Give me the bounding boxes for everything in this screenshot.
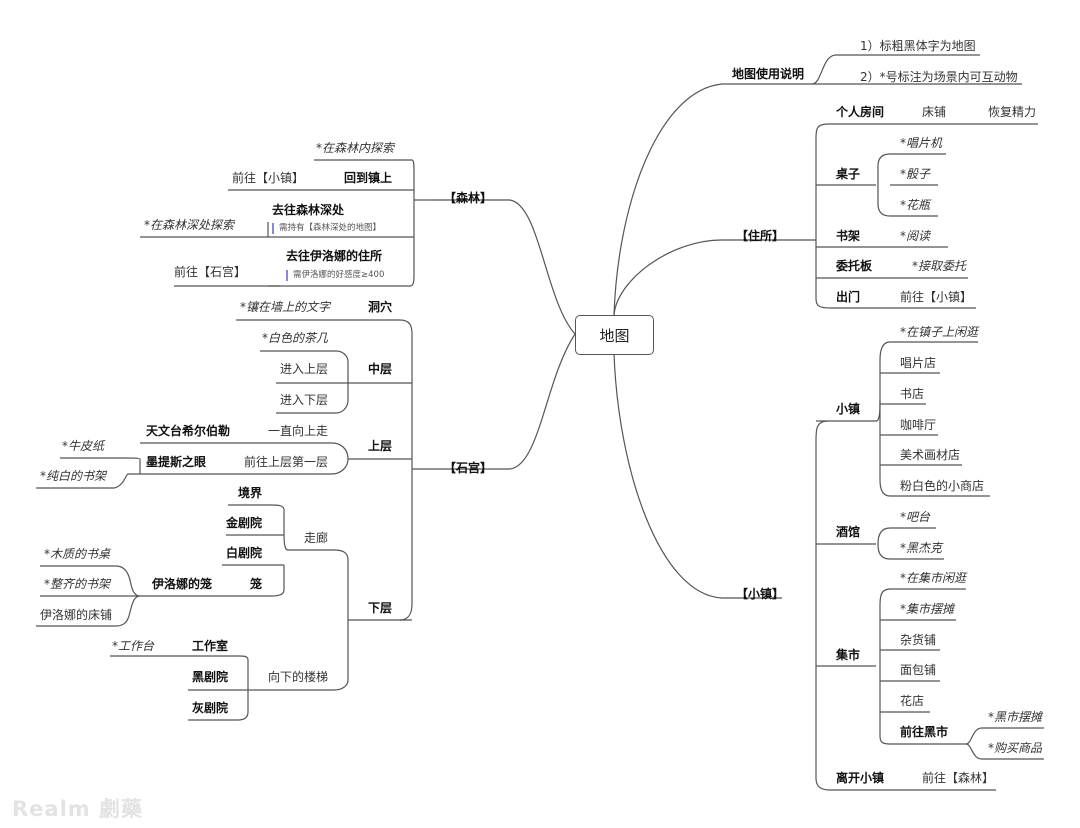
town-item-1[interactable]: *在镇子上闲逛 — [900, 325, 979, 339]
market-item-2[interactable]: *集市摆摊 — [900, 602, 955, 616]
gray-theater[interactable]: 灰剧院 — [192, 701, 229, 715]
enter-lower[interactable]: 进入下层 — [280, 393, 329, 407]
upper-floor[interactable]: 上层 — [368, 439, 393, 453]
recover-energy[interactable]: 恢复精力 — [988, 105, 1037, 119]
root-node[interactable]: 地图 — [575, 315, 654, 355]
market-item-3[interactable]: 杂货铺 — [900, 633, 937, 647]
market-item-5[interactable]: 花店 — [900, 694, 925, 708]
lower-floor[interactable]: 下层 — [368, 601, 393, 615]
residence-title[interactable]: 【住所】 — [736, 229, 785, 243]
market[interactable]: 集市 — [836, 648, 861, 662]
legend-item-2: 2）*号标注为场景内可互动物 — [860, 70, 1018, 84]
observatory[interactable]: 天文台希尔伯勒 — [146, 424, 231, 438]
desk-item-2[interactable]: *骰子 — [900, 167, 931, 181]
tavern-item-1[interactable]: *吧台 — [900, 510, 931, 524]
keep-going-up[interactable]: 一直向上走 — [268, 424, 329, 438]
town-title[interactable]: 【小镇】 — [736, 587, 785, 601]
bookshelf[interactable]: 书架 — [836, 229, 861, 243]
go-upper-first[interactable]: 前往上层第一层 — [244, 455, 329, 469]
realm[interactable]: 境界 — [238, 486, 263, 500]
workshop[interactable]: 工作室 — [192, 639, 229, 653]
metis-eye[interactable]: 墨提斯之眼 — [146, 455, 207, 469]
cave-wall-text[interactable]: *镶在墙上的文字 — [240, 300, 331, 314]
corridor[interactable]: 走廊 — [304, 531, 329, 545]
palace-title[interactable]: 【石宫】 — [444, 461, 493, 475]
neat-bookshelf[interactable]: *整齐的书架 — [44, 577, 111, 591]
forest-deep-note: 需持有【森林深处的地图】 — [272, 223, 381, 234]
tavern[interactable]: 酒馆 — [836, 525, 861, 539]
personal-room[interactable]: 个人房间 — [836, 105, 885, 119]
bed[interactable]: 床铺 — [922, 105, 947, 119]
cave[interactable]: 洞穴 — [368, 300, 393, 314]
watermark-logo: Realm 劇藥 — [12, 797, 143, 821]
town-item-3[interactable]: 书店 — [900, 387, 925, 401]
back-to-town[interactable]: 回到镇上 — [344, 171, 393, 185]
town-item-6[interactable]: 粉白色的小商店 — [900, 479, 985, 493]
black-market-item-2[interactable]: *购买商品 — [988, 741, 1043, 755]
legend-item-1: 1）标粗黑体字为地图 — [860, 39, 976, 53]
white-theater[interactable]: 白剧院 — [226, 546, 263, 560]
gold-theater[interactable]: 金剧院 — [226, 516, 263, 530]
go-forest[interactable]: 前往【森林】 — [922, 771, 995, 785]
exit-door[interactable]: 出门 — [836, 290, 861, 304]
town-item-5[interactable]: 美术画材店 — [900, 448, 961, 462]
black-market-item-1[interactable]: *黑市摆摊 — [988, 710, 1043, 724]
go-iloana-home[interactable]: 去往伊洛娜的住所 — [286, 249, 383, 263]
town-item-4[interactable]: 咖啡厅 — [900, 418, 937, 432]
black-market[interactable]: 前往黑市 — [900, 725, 949, 739]
market-item-1[interactable]: *在集市闲逛 — [900, 571, 967, 585]
back-to-town-target[interactable]: 前往【小镇】 — [232, 171, 305, 185]
black-theater[interactable]: 黑剧院 — [192, 670, 229, 684]
desk-item-3[interactable]: *花瓶 — [900, 198, 931, 212]
forest-explore[interactable]: *在森林内探索 — [316, 141, 395, 155]
middle-floor[interactable]: 中层 — [368, 362, 393, 376]
market-item-4[interactable]: 面包铺 — [900, 663, 937, 677]
go-town[interactable]: 前往【小镇】 — [900, 290, 973, 304]
tavern-item-2[interactable]: *黑杰克 — [900, 541, 943, 555]
white-bookshelf[interactable]: *纯白的书架 — [40, 469, 107, 483]
bookshelf-read[interactable]: *阅读 — [900, 229, 931, 243]
white-tea-table[interactable]: *白色的茶几 — [262, 331, 329, 345]
legend-title[interactable]: 地图使用说明 — [732, 67, 805, 81]
iloana-cage[interactable]: 伊洛娜的笼 — [152, 577, 213, 591]
iloana-affinity-note: 需伊洛娜的好感度≥400 — [286, 270, 384, 281]
town-item-2[interactable]: 唱片店 — [900, 356, 937, 370]
cage[interactable]: 笼 — [250, 577, 263, 591]
forest-deep-explore[interactable]: *在森林深处探索 — [144, 218, 235, 232]
leave-town[interactable]: 离开小镇 — [836, 771, 885, 785]
workbench[interactable]: *工作台 — [112, 639, 155, 653]
go-stone-palace[interactable]: 前往【石宫】 — [174, 265, 247, 279]
forest-title[interactable]: 【森林】 — [444, 191, 493, 205]
accept-commission[interactable]: *接取委托 — [912, 259, 967, 273]
kraft-paper[interactable]: *牛皮纸 — [62, 439, 105, 453]
stairs-down[interactable]: 向下的楼梯 — [268, 670, 329, 684]
forest-deep[interactable]: 去往森林深处 — [272, 203, 345, 217]
iloana-bed[interactable]: 伊洛娜的床铺 — [40, 608, 113, 622]
small-town[interactable]: 小镇 — [836, 402, 861, 416]
wooden-desk[interactable]: *木质的书桌 — [44, 547, 111, 561]
desk-item-1[interactable]: *唱片机 — [900, 136, 943, 150]
commission-board[interactable]: 委托板 — [836, 259, 873, 273]
desk[interactable]: 桌子 — [836, 167, 861, 181]
enter-upper[interactable]: 进入上层 — [280, 362, 329, 376]
